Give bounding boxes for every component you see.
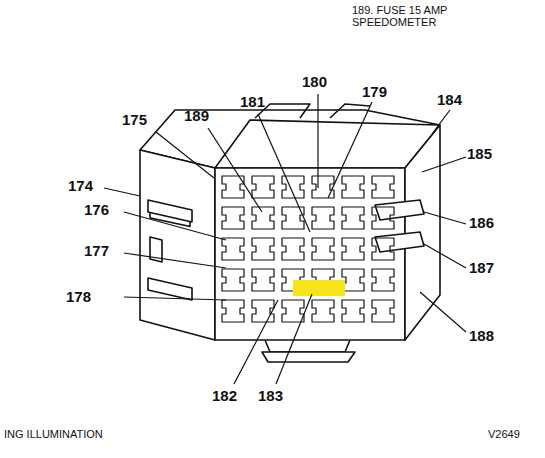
callout-number: 185 xyxy=(467,146,492,163)
callout-number: 187 xyxy=(469,260,494,277)
fuse-cavity xyxy=(222,238,244,260)
fuse-cavity xyxy=(372,269,394,291)
fuse-cavity xyxy=(222,300,244,322)
fuse-cavity xyxy=(252,207,274,229)
callout-number: 179 xyxy=(362,84,387,101)
fuse-cavity xyxy=(342,176,364,198)
fuse-cavity xyxy=(252,176,274,198)
fuse-cavity xyxy=(342,238,364,260)
callout-number: 176 xyxy=(84,202,109,219)
fuse-cavity xyxy=(222,269,244,291)
callout-number: 181 xyxy=(240,94,265,111)
fuse-cavity xyxy=(282,238,304,260)
callout-number: 180 xyxy=(302,74,327,91)
figure-code: V2649 xyxy=(488,428,520,440)
fuse-cavity xyxy=(252,269,274,291)
fuse-cavity xyxy=(312,207,334,229)
callout-number: 177 xyxy=(84,243,109,260)
callout-number: 186 xyxy=(469,215,494,232)
callout-number: 189 xyxy=(184,108,209,125)
fuse-cavity xyxy=(342,207,364,229)
fuse-cavity xyxy=(342,300,364,322)
fuse-cavity xyxy=(372,176,394,198)
fuse-cavity xyxy=(222,207,244,229)
callout-number: 182 xyxy=(212,388,237,405)
fuse-note: 189. FUSE 15 AMP SPEEDOMETER xyxy=(352,4,464,28)
callout-number: 178 xyxy=(66,289,91,306)
fuse-cavity xyxy=(252,300,274,322)
caption-fragment: ING ILLUMINATION xyxy=(4,428,103,440)
callout-number: 175 xyxy=(122,112,147,129)
callout-number: 188 xyxy=(469,328,494,345)
fuse-cavity xyxy=(342,269,364,291)
fuse-cavity xyxy=(312,300,334,322)
fuse-cavity xyxy=(282,300,304,322)
fuse-cavity xyxy=(252,238,274,260)
fuse-cavity xyxy=(372,238,394,260)
callout-number: 184 xyxy=(437,92,462,109)
callout-number: 183 xyxy=(258,388,283,405)
callout-number: 174 xyxy=(68,178,93,195)
fuse-cavity xyxy=(312,176,334,198)
fuse-cavity xyxy=(372,207,394,229)
fuse-cavity xyxy=(312,238,334,260)
fuse-cavity xyxy=(372,300,394,322)
